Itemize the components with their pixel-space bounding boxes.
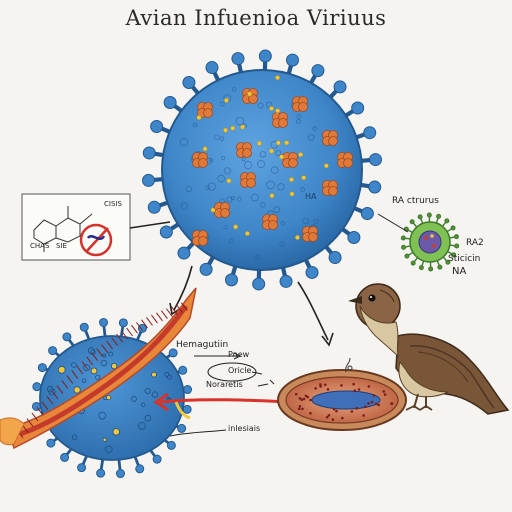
small-green-virus bbox=[378, 213, 459, 271]
label-chem-cisis: CISIS bbox=[104, 200, 122, 208]
label-chem-chas: CHAS bbox=[30, 242, 49, 250]
main-virus-body bbox=[162, 70, 362, 270]
label-noraretis: Noraretis bbox=[206, 380, 243, 389]
label-oricle: Oricle bbox=[228, 366, 251, 375]
label-chem-sie: SIE bbox=[56, 242, 67, 250]
label-hemagglutinin: Hemagutiin bbox=[176, 340, 228, 350]
label-small-virus-na: NA bbox=[452, 266, 466, 277]
label-small-virus-ra2: RA2 bbox=[466, 238, 484, 248]
label-intesiais: inlesiais bbox=[228, 424, 260, 433]
label-small-virus-sticicin: Sticicin bbox=[448, 254, 480, 264]
diagram-title: Avian Infuenioa Viriuus bbox=[0, 6, 512, 30]
infected-cell bbox=[270, 358, 406, 430]
label-center-ha: HA bbox=[305, 192, 317, 201]
label-small-virus-top: RA ctrurus bbox=[392, 196, 439, 206]
label-pnew: Pnew bbox=[228, 350, 249, 359]
arrow-virus-to-cell bbox=[298, 282, 333, 345]
chemical-structure-panel bbox=[22, 194, 170, 260]
